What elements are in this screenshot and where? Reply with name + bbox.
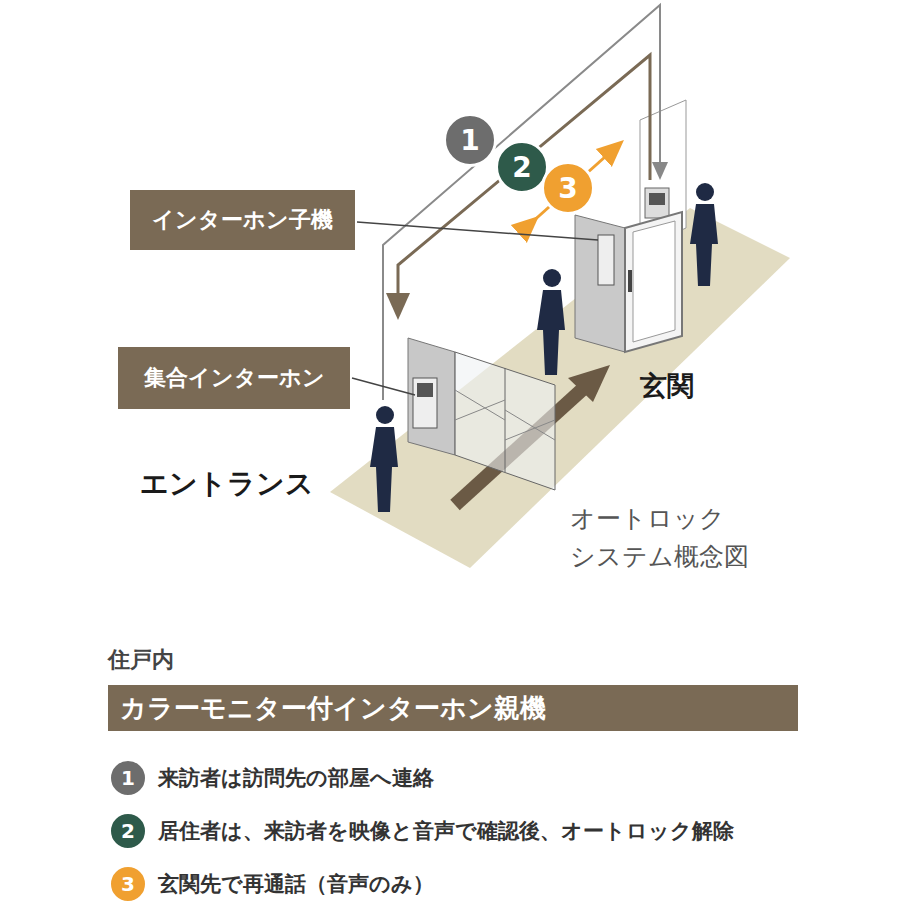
callout-text: 2 (121, 819, 135, 843)
collective-intercom (413, 378, 437, 428)
label-band: 集合インターホン (118, 347, 350, 409)
step-text: 玄関先で再通話（音声のみ） (158, 870, 434, 898)
label-band: インターホン子機 (130, 190, 355, 250)
leader-line (352, 378, 415, 395)
intercom-screen (417, 383, 433, 397)
callout-number: 1 (108, 758, 148, 798)
monitor-screen (649, 193, 665, 205)
band-title: カラーモニター付インターホン親機 (108, 685, 798, 731)
place-label: エントランス (140, 465, 314, 503)
entrance-wall (408, 338, 455, 455)
callout-text: 3 (558, 172, 577, 205)
place-label: 玄関 (640, 368, 694, 404)
callout-text: 2 (512, 151, 531, 184)
unlock-line (398, 55, 650, 308)
callout-text: 1 (460, 124, 479, 157)
monitor-unit (645, 188, 669, 218)
door-panel (633, 221, 675, 342)
caption-note: オートロック システム概念図 (570, 500, 770, 575)
step-text: 来訪者は訪問先の部屋へ連絡 (158, 764, 434, 792)
front-door (625, 212, 682, 352)
leader-line (357, 222, 598, 240)
step-text: 居住者は、来訪者を映像と音声で確認後、オートロック解除 (158, 817, 734, 845)
band-text: 集合インターホン (144, 363, 325, 393)
call-line (383, 5, 660, 400)
door-wall (575, 215, 625, 352)
callout-number: 1 (443, 113, 497, 167)
door-intercom (598, 235, 614, 285)
glass-doors (455, 352, 555, 490)
door-handle (628, 270, 632, 292)
titled-band: 住戸内カラーモニター付インターホン親機 (108, 645, 798, 731)
callout-number: 2 (108, 811, 148, 851)
band-heading: 住戸内 (108, 645, 798, 675)
person-figures (370, 183, 718, 512)
callout-number: 3 (108, 864, 148, 904)
callout-text: 1 (121, 766, 135, 790)
glass-reflection (455, 390, 555, 440)
band-text: インターホン子機 (152, 205, 333, 235)
callout-number: 3 (541, 161, 595, 215)
callout-text: 3 (121, 872, 135, 896)
flow-arrow-head (568, 365, 610, 402)
